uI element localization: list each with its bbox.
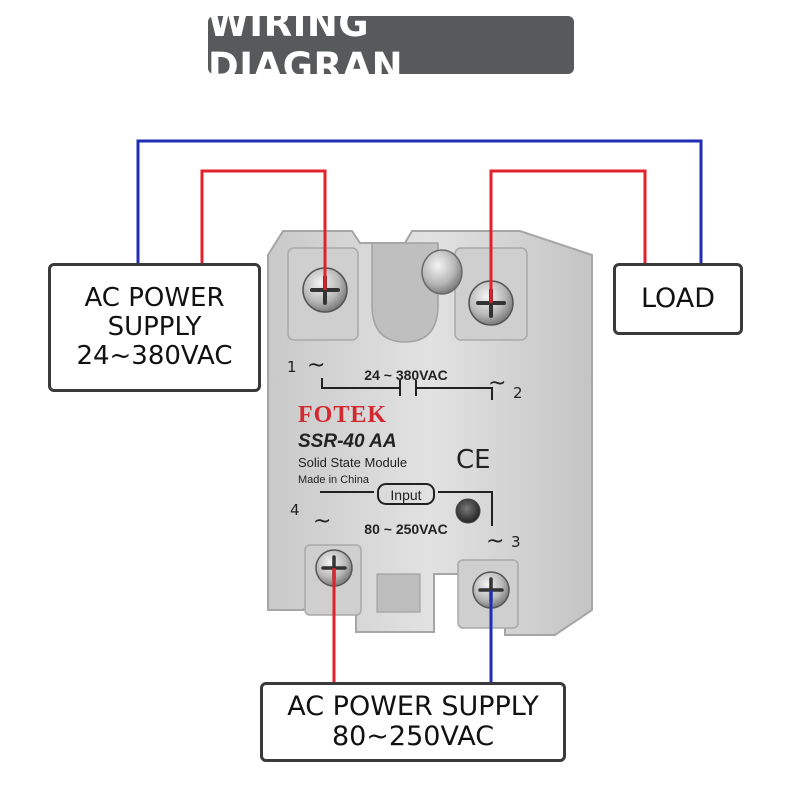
model-number: SSR-40 AA [298,431,397,452]
wire-red-terminal-1 [200,169,327,290]
faceplate-lines [320,378,493,526]
terminal-tilde-4: ~ [313,509,331,534]
input-label: Input [390,487,421,503]
title-text: WIRING DIAGRAN [208,2,404,88]
title-banner: WIRING DIAGRAN [208,2,574,88]
status-led [455,498,481,524]
load-box: LOAD [613,263,743,335]
mounting-slot [371,242,439,343]
terminal-tilde-1: ~ [307,353,325,378]
mounting-screw [421,249,463,295]
ac-power-supply-input-box: AC POWER SUPPLY 24~380VAC [48,263,261,392]
wires [136,139,703,682]
terminal-number-1: 1 [287,358,297,376]
wire-blue-output [136,139,703,263]
relay-module: 1 ~ 24 ~ 380VAC ~ 2 FOTEK SSR-40 AA Soli… [267,230,593,636]
ac-supply-left-line2: SUPPLY [107,311,202,342]
terminal-tilde-3: ~ [486,529,504,554]
input-voltage-range: 80 ~ 250VAC [364,521,447,537]
brand-logo: FOTEK [298,402,387,428]
module-subtitle: Solid State Module [298,455,407,470]
ac-supply-bottom-line2: 80~250VAC [331,721,495,752]
terminal-number-4: 4 [290,501,300,519]
load-label: LOAD [640,282,716,314]
terminal-number-2: 2 [513,384,523,402]
terminal-number-3: 3 [511,533,521,551]
output-voltage-range: 24 ~ 380VAC [364,367,447,383]
bottom-notch [376,573,421,613]
ac-supply-bottom-line1: AC POWER SUPPLY [287,690,539,722]
ce-mark: CE [456,445,491,475]
ac-supply-left-line3: 24~380VAC [76,341,233,372]
ac-supply-left-line1: AC POWER [84,282,225,313]
terminal-tilde-2: ~ [488,371,506,396]
origin-text: Made in China [298,474,370,486]
ac-power-supply-control-box: AC POWER SUPPLY 80~250VAC [260,682,566,762]
wire-red-terminal-2 [489,169,647,303]
